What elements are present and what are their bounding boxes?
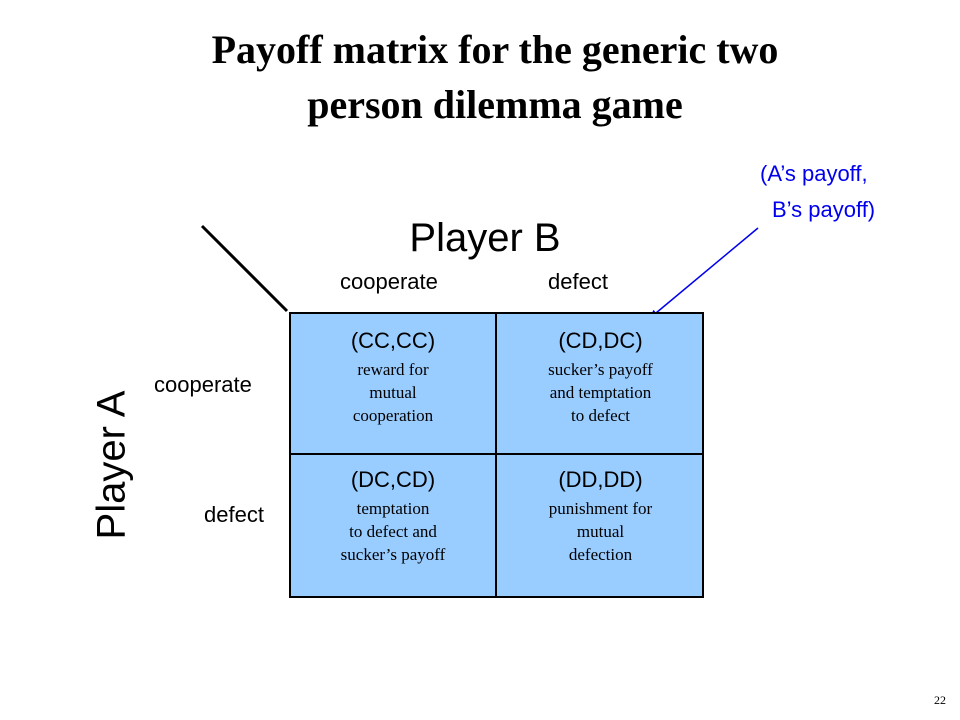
cell-payoff-pair: (DD,DD)	[558, 467, 643, 492]
corner-diagonal-line	[200, 224, 289, 313]
column-label-defect: defect	[548, 269, 608, 294]
cell-description: temptation to defect and sucker’s payoff	[291, 497, 495, 566]
cell-cooperate-cooperate: (CC,CC) reward for mutual cooperation	[291, 314, 497, 455]
description-line: punishment for	[548, 499, 653, 518]
title-line-1: Payoff matrix for the generic two	[211, 27, 779, 72]
row-label-defect: defect	[204, 502, 264, 527]
annotation-line-1: (A’s payoff,	[760, 161, 868, 186]
description-line: to defect	[571, 406, 630, 425]
description-line: mutual	[576, 522, 625, 541]
cell-payoff-pair: (CC,CC)	[350, 328, 436, 353]
payoff-matrix: (CC,CC) reward for mutual cooperation (C…	[289, 312, 704, 598]
description-line: cooperation	[352, 406, 434, 425]
player-b-label: Player B	[409, 216, 561, 260]
title-line-2: person dilemma game	[307, 82, 683, 127]
description-line: defection	[568, 545, 633, 564]
slide-title: Payoff matrix for the generic two person…	[0, 22, 960, 132]
description-line: to defect and	[349, 522, 437, 541]
cell-description: sucker’s payoff and temptation to defect	[497, 358, 704, 427]
annotation-line-2: B’s payoff)	[772, 197, 876, 222]
column-label-cooperate: cooperate	[340, 269, 438, 294]
description-line: sucker’s payoff	[340, 545, 446, 564]
payoff-annotation: (A’s payoff, B’s payoff)	[700, 156, 960, 228]
description-line: and temptation	[549, 383, 652, 402]
description-line: sucker’s payoff	[548, 360, 653, 379]
page-number: 22	[934, 693, 946, 707]
cell-description: reward for mutual cooperation	[291, 358, 495, 427]
cell-defect-cooperate: (DC,CD) temptation to defect and sucker’…	[291, 455, 497, 596]
player-a-label: Player A	[89, 390, 134, 540]
description-line: reward for	[357, 360, 429, 379]
cell-payoff-pair: (DC,CD)	[350, 467, 436, 492]
row-label-cooperate: cooperate	[154, 372, 252, 397]
cell-defect-defect: (DD,DD) punishment for mutual defection	[497, 455, 704, 596]
description-line: mutual	[369, 383, 417, 402]
cell-description: punishment for mutual defection	[497, 497, 704, 566]
annotation-arrow	[648, 227, 759, 320]
description-line: temptation	[356, 499, 430, 518]
cell-payoff-pair: (CD,DC)	[558, 328, 643, 353]
cell-cooperate-defect: (CD,DC) sucker’s payoff and temptation t…	[497, 314, 704, 455]
